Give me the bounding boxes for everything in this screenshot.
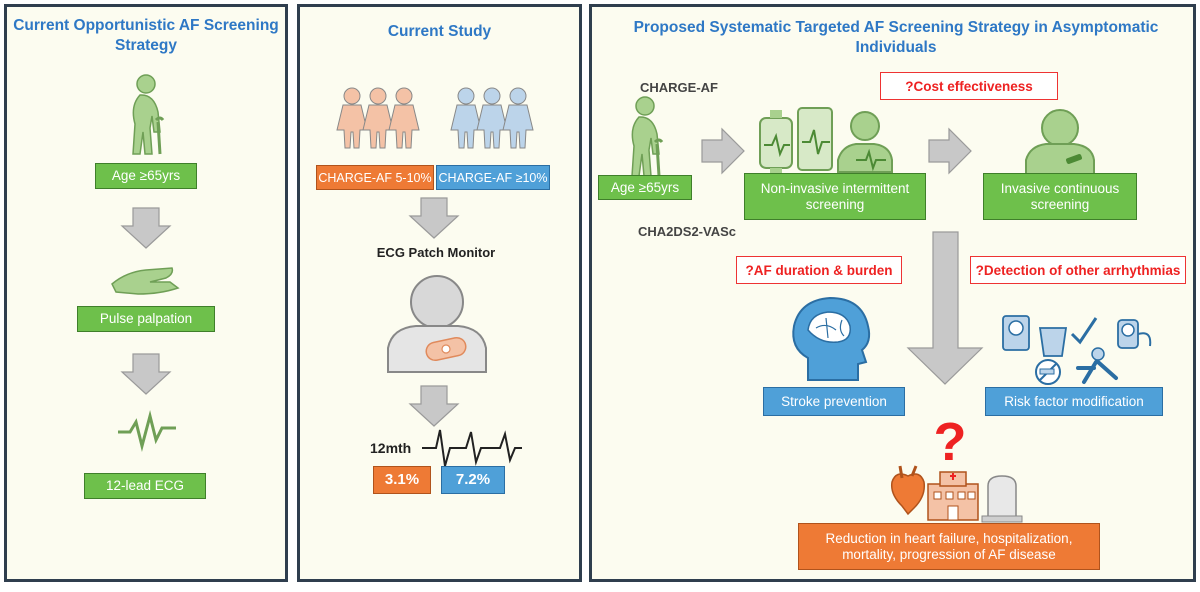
lifestyle-icons bbox=[1002, 315, 1152, 385]
hand-palpation-icon bbox=[111, 267, 180, 295]
large-arrow-down-icon bbox=[906, 231, 984, 385]
ecg-wave-icon bbox=[118, 410, 176, 452]
ecg-patch-monitor-label: ECG Patch Monitor bbox=[376, 245, 496, 260]
panel3-title: Proposed Systematic Targeted AF Screenin… bbox=[633, 19, 1159, 56]
risk-factor-modification-box: Risk factor modification bbox=[985, 387, 1163, 416]
arrow-down-icon bbox=[409, 197, 459, 239]
panel1-title: Current Opportunistic AF Screening Strat… bbox=[13, 17, 279, 54]
cost-effectiveness-question: ?Cost effectiveness bbox=[880, 72, 1058, 100]
arrow-right-icon bbox=[928, 128, 972, 174]
cha2ds2-vasc-label: CHA2DS2-VASc bbox=[638, 224, 737, 239]
charge-af-10-plus-box: CHARGE-AF ≥10% bbox=[436, 165, 550, 190]
outcome-reduction-box: Reduction in heart failure, hospitalizat… bbox=[798, 523, 1100, 570]
arrow-down-icon bbox=[409, 385, 459, 427]
duration-label: 12mth bbox=[370, 440, 412, 456]
panel2-title: Current Study bbox=[387, 23, 492, 40]
age-65-box: Age ≥65yrs bbox=[95, 163, 197, 189]
af-duration-question: ?AF duration & burden bbox=[736, 256, 902, 284]
result-7-2-box: 7.2% bbox=[441, 466, 505, 494]
invasive-screening-box: Invasive continuous screening bbox=[983, 173, 1137, 220]
outcome-icons bbox=[890, 465, 1023, 523]
result-3-1-box: 3.1% bbox=[373, 466, 431, 494]
arrow-down-icon bbox=[121, 353, 171, 395]
charge-af-5-10-box: CHARGE-AF 5-10% bbox=[316, 165, 434, 190]
panel-proposed-strategy bbox=[589, 4, 1196, 582]
age-65-box-proposed: Age ≥65yrs bbox=[598, 175, 692, 200]
noninvasive-screening-box: Non-invasive intermittent screening bbox=[744, 173, 926, 220]
implant-patient-icon bbox=[1025, 109, 1095, 175]
blue-women-group-icon bbox=[450, 87, 534, 149]
arrow-right-icon bbox=[701, 128, 745, 174]
brain-head-icon bbox=[792, 296, 871, 381]
other-arrhythmias-question: ?Detection of other arrhythmias bbox=[970, 256, 1186, 284]
elderly-person-icon bbox=[630, 95, 664, 178]
twelve-lead-ecg-box: 12-lead ECG bbox=[84, 473, 206, 499]
ecg-trace-icon bbox=[422, 429, 522, 467]
arrow-down-icon bbox=[121, 207, 171, 249]
question-mark-icon: ? bbox=[933, 412, 967, 472]
pulse-palpation-box: Pulse palpation bbox=[77, 306, 215, 332]
wearable-devices-icon bbox=[759, 107, 893, 176]
orange-women-group-icon bbox=[336, 87, 420, 149]
stroke-prevention-box: Stroke prevention bbox=[763, 387, 905, 416]
charge-af-label: CHARGE-AF bbox=[640, 80, 718, 95]
elderly-person-icon bbox=[131, 73, 165, 156]
patient-with-patch-icon bbox=[387, 275, 487, 373]
